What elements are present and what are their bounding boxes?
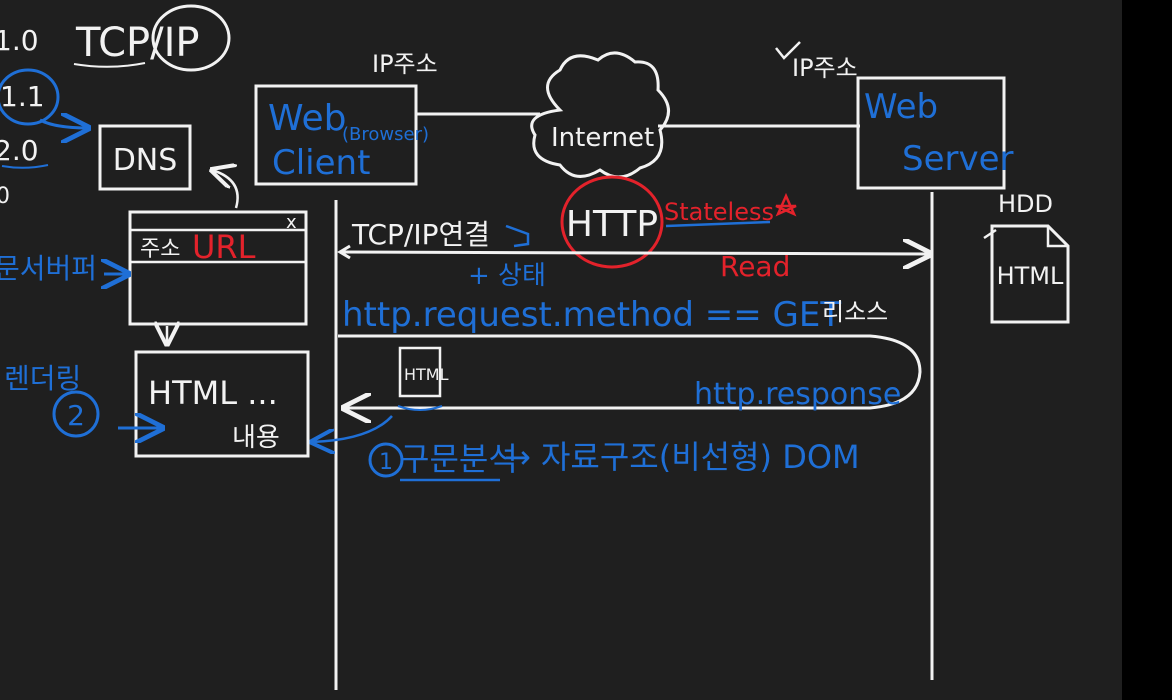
dns-box: DNS [98,124,239,209]
client-ip-label: IP주소 [372,50,438,78]
tcp-connect-label: TCP/IP연결 [351,218,490,251]
read-label: Read [720,250,790,283]
browser-close-icon: x [286,212,297,233]
version-1-0: 1.0 [0,24,39,57]
whiteboard-drawing: 1.0 1.1 2.0 0 TCP/IP DNS IP주소 Web (Brows… [0,4,1070,690]
whiteboard [0,0,1122,700]
web-client-box: IP주소 Web (Browser) Client [254,50,438,186]
rendering-step-number: 2 [67,399,85,432]
server-title-web: Web [864,87,938,127]
server-title-server: Server [902,139,1014,179]
hdd-label: HDD [998,190,1053,218]
server-ip-label: IP주소 [792,54,858,82]
client-title-web: Web [268,98,347,139]
web-server-box: IP주소 Web Server [775,41,1014,190]
http-protocol: HTTP Stateless [560,175,797,269]
star-icon [775,192,797,217]
html-packet-underline [397,405,443,411]
html-packet-label: HTML [404,365,449,384]
version-to-dns-arrow [39,120,88,128]
parse-step-circle [368,442,404,478]
parse-label: 구문분석 [400,440,518,478]
hdd-storage: HDD HTML [983,190,1070,324]
tcp-ip-title: TCP/IP [75,20,200,66]
version-2-0-underline [1,164,49,169]
internet-cloud: Internet [530,51,670,179]
version-1-1: 1.1 [0,80,45,113]
version-1-1-circle [0,68,60,126]
rendering-step-circle [52,390,100,438]
render-content-text: 내용 [232,423,280,453]
http-label: HTTP [566,204,658,245]
http-response-text: http.response [694,377,901,412]
resource-label: 리소스 [822,298,888,326]
version-2-0: 2.0 [0,134,39,167]
tcp-connect-arrow-left [337,244,351,260]
parse-step-number: 1 [379,450,393,475]
browser-address-label: 주소 [140,237,180,262]
browser-window: 주소 URL x HTML ... 내용 [128,210,310,458]
render-view-box [134,350,310,458]
ip-circle [151,4,231,72]
internet-label: Internet [551,123,654,153]
html-file-icon [990,224,1070,324]
tcp-underline [73,62,146,68]
check-mark-icon [775,41,801,60]
request-response-loop [338,334,922,408]
hdd-html-file: HTML [997,262,1064,290]
tcp-connect-bracket [505,224,530,248]
http-version-notes: 1.0 1.1 2.0 0 TCP/IP [0,4,231,209]
parse-result-text: → 자료구조(비선형) DOM [504,438,860,476]
render-html-text: HTML ... [148,374,278,412]
plus-state-label: + 상태 [468,261,546,291]
version-0: 0 [0,184,10,209]
client-browser-paren: (Browser) [342,124,429,145]
dns-label: DNS [113,143,178,178]
parse-to-render-arrow [312,415,393,442]
html-packet-icon [398,346,442,398]
client-title-client: Client [272,143,370,183]
rendering-label: 렌더링 [4,362,81,395]
http-circle [560,175,664,269]
document-buffer-label: 문서버퍼 [0,252,97,285]
http-request-text: http.request.method == GET [342,295,841,335]
stateless-underline [665,220,771,228]
browser-url-text: URL [192,228,256,266]
url-to-dns-arrow [212,170,239,209]
tcp-connect-arrow [341,252,930,254]
